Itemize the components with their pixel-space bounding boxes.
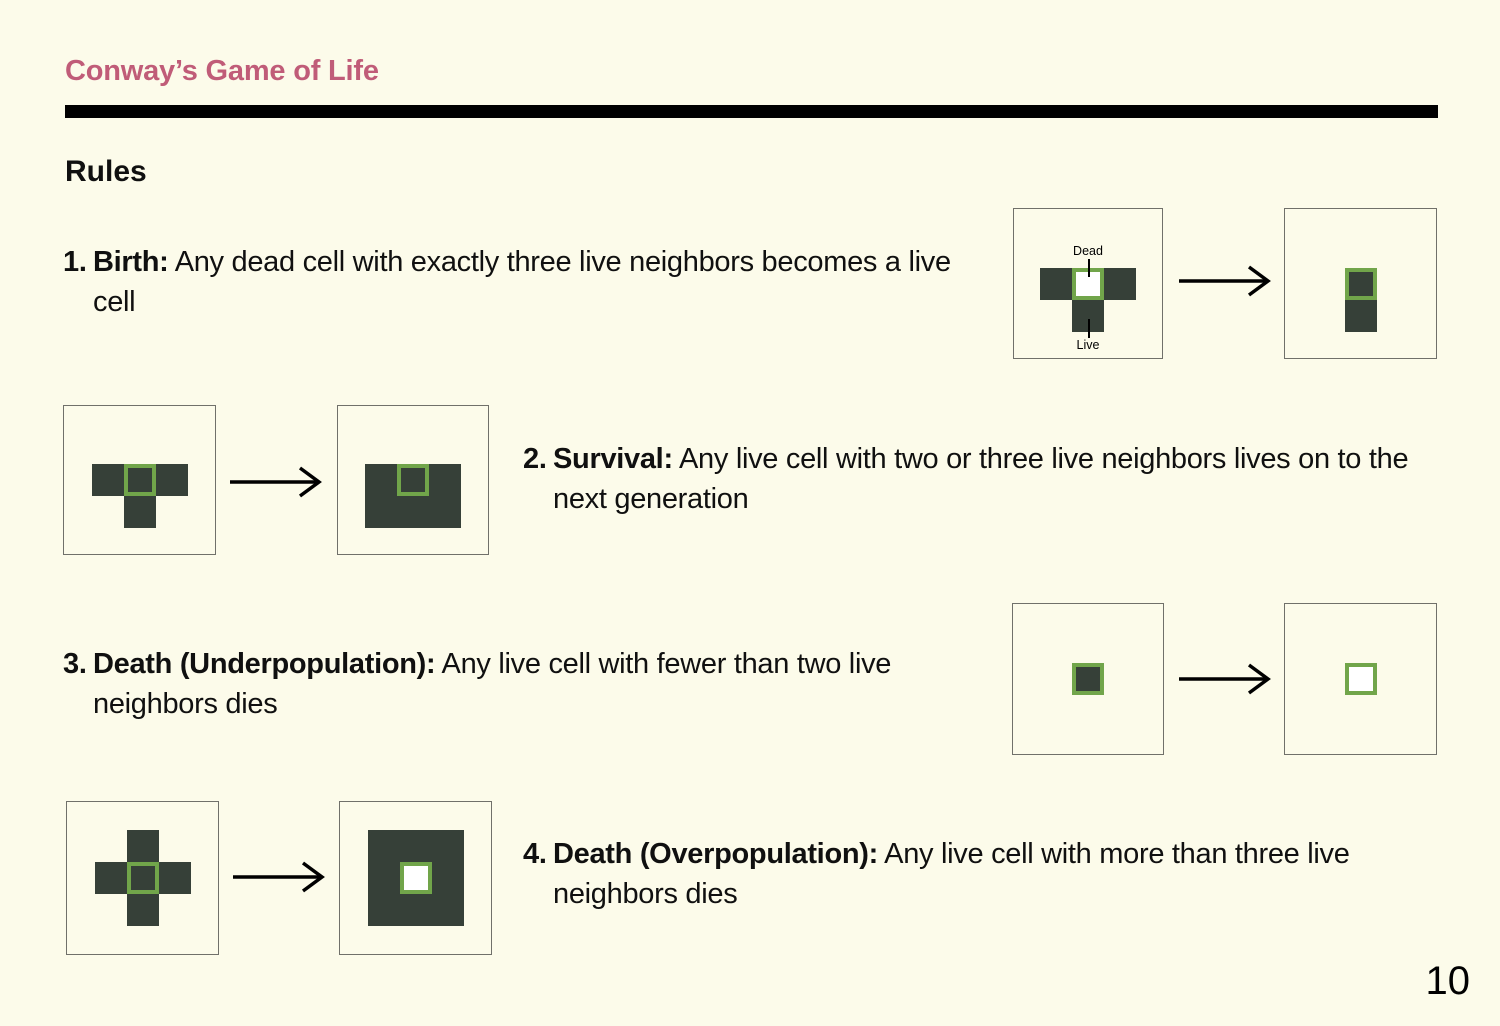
rule-death-underpopulation: 3. Death (Underpopulation): Any live cel… <box>63 644 933 724</box>
cell-live <box>367 862 400 894</box>
cell-live <box>429 464 461 496</box>
cell-live <box>431 830 464 862</box>
cell-empty <box>159 894 191 926</box>
arrow-right-icon <box>233 861 325 893</box>
cell-empty <box>124 432 156 464</box>
title-divider <box>65 105 1438 118</box>
arrow-right-icon <box>1179 265 1271 297</box>
cell-live <box>123 496 156 528</box>
rule-number: 1. <box>63 246 87 278</box>
cell-live <box>431 862 464 894</box>
cell-grid <box>1344 236 1377 332</box>
diagram-overpopulation-after <box>339 801 492 955</box>
diagram-survival-after <box>337 405 489 555</box>
cell-live-highlighted <box>1072 663 1104 695</box>
cell-live <box>158 862 191 894</box>
cell-grid <box>365 432 461 528</box>
cell-live <box>399 894 432 926</box>
cell-live-highlighted <box>397 464 429 496</box>
live-cell-label: Live <box>1076 338 1100 352</box>
rule-body: Birth: Any dead cell with exactly three … <box>93 242 963 322</box>
cell-grid <box>367 830 464 926</box>
cell-live <box>126 830 159 862</box>
rule-text: Any live cell with more than three live … <box>553 838 1350 910</box>
rule-text: Any live cell with two or three live nei… <box>553 443 1409 515</box>
rule-term: Death (Underpopulation): <box>93 648 436 680</box>
rule-term: Death (Overpopulation): <box>553 838 878 870</box>
cell-live <box>155 464 188 496</box>
cell-empty <box>156 432 188 464</box>
cell-live-highlighted <box>126 862 159 894</box>
rule-birth: 1. Birth: Any dead cell with exactly thr… <box>63 242 963 322</box>
cell-empty <box>159 830 191 862</box>
dead-pointer-line <box>1088 259 1090 277</box>
cell-grid <box>1040 236 1136 332</box>
cell-empty <box>92 432 124 464</box>
cell-live <box>94 862 127 894</box>
cell-empty <box>156 496 188 528</box>
rule-term: Survival: <box>553 443 673 475</box>
rule-death-overpopulation: 4. Death (Overpopulation): Any live cell… <box>523 834 1453 914</box>
cell-live <box>126 894 159 926</box>
cell-live <box>1344 299 1377 332</box>
cell-dead-highlighted <box>1344 663 1377 695</box>
rule-text: Any dead cell with exactly three live ne… <box>93 246 951 318</box>
slide-title: Conway’s Game of Life <box>65 55 379 87</box>
diagram-survival-before <box>63 405 216 555</box>
arrow-right-icon <box>1179 663 1271 695</box>
page-number: 10 <box>1425 959 1471 1003</box>
cell-live-highlighted <box>123 464 156 496</box>
cell-live <box>431 894 464 926</box>
rule-body: Death (Underpopulation): Any live cell w… <box>93 644 933 724</box>
rule-text: Any live cell with fewer than two live n… <box>93 648 892 720</box>
cell-empty <box>397 432 429 464</box>
cell-empty <box>1104 300 1136 332</box>
cell-live <box>397 496 429 528</box>
cell-grid <box>91 432 188 528</box>
cell-live <box>365 496 397 528</box>
rule-number: 2. <box>523 443 547 475</box>
dead-cell-label: Dead <box>1073 244 1103 258</box>
cell-grid <box>1344 663 1377 695</box>
cell-empty <box>95 894 127 926</box>
arrow-right-icon <box>230 466 322 498</box>
cell-live <box>367 830 400 862</box>
rule-number: 3. <box>63 648 87 680</box>
cell-empty <box>95 830 127 862</box>
cell-grid <box>1072 663 1104 695</box>
cell-empty <box>365 432 397 464</box>
cell-dead-highlighted <box>399 862 432 894</box>
cell-empty <box>429 432 461 464</box>
cell-live-highlighted <box>1344 267 1377 300</box>
cell-grid <box>94 830 191 926</box>
cell-live <box>399 830 432 862</box>
diagram-underpopulation-after <box>1284 603 1437 755</box>
cell-live <box>1040 267 1072 300</box>
diagram-birth-before: Dead Live <box>1013 208 1163 359</box>
cell-live <box>365 464 397 496</box>
rule-body: Death (Overpopulation): Any live cell wi… <box>553 834 1453 914</box>
diagram-birth-after <box>1284 208 1437 359</box>
rule-survival: 2. Survival: Any live cell with two or t… <box>523 439 1433 519</box>
diagram-underpopulation-before <box>1012 603 1164 755</box>
cell-empty <box>92 496 124 528</box>
cell-empty <box>1345 236 1377 268</box>
live-pointer-line <box>1088 319 1090 338</box>
cell-live <box>367 894 400 926</box>
rules-heading: Rules <box>65 155 147 188</box>
rule-body: Survival: Any live cell with two or thre… <box>553 439 1433 519</box>
cell-live <box>91 464 124 496</box>
cell-empty <box>1040 300 1072 332</box>
cell-live <box>1104 267 1136 300</box>
diagram-overpopulation-before <box>66 801 219 955</box>
cell-live <box>429 496 461 528</box>
rule-number: 4. <box>523 838 547 870</box>
rule-term: Birth: <box>93 246 169 278</box>
